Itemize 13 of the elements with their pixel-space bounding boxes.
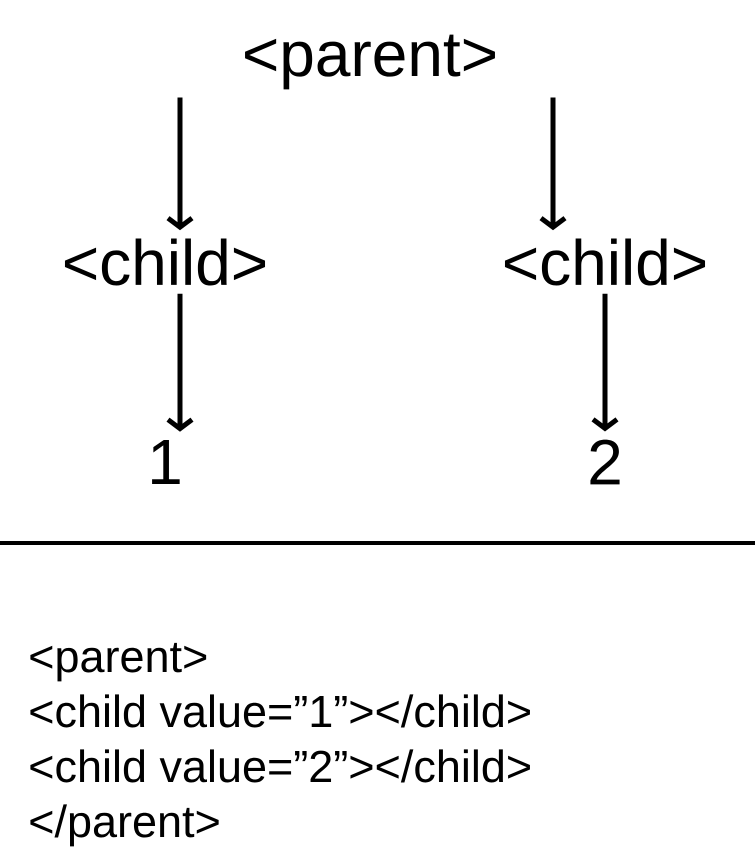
tag-text: <child> [504,238,706,286]
arrow [166,294,194,432]
tag-text: <parent> [245,34,495,90]
code-line: <child value=”2”></child> [30,749,530,782]
arrow [540,98,566,230]
tag-text: 1 [152,440,180,484]
arrow [592,294,618,432]
code-line: </parent> [30,804,219,846]
arrow [166,98,194,230]
code-line: <parent> [30,642,206,682]
tag-text: 2 [590,440,620,484]
code-line: <child value=”1”></child> [30,694,530,728]
tag-text: <child> [64,238,266,286]
